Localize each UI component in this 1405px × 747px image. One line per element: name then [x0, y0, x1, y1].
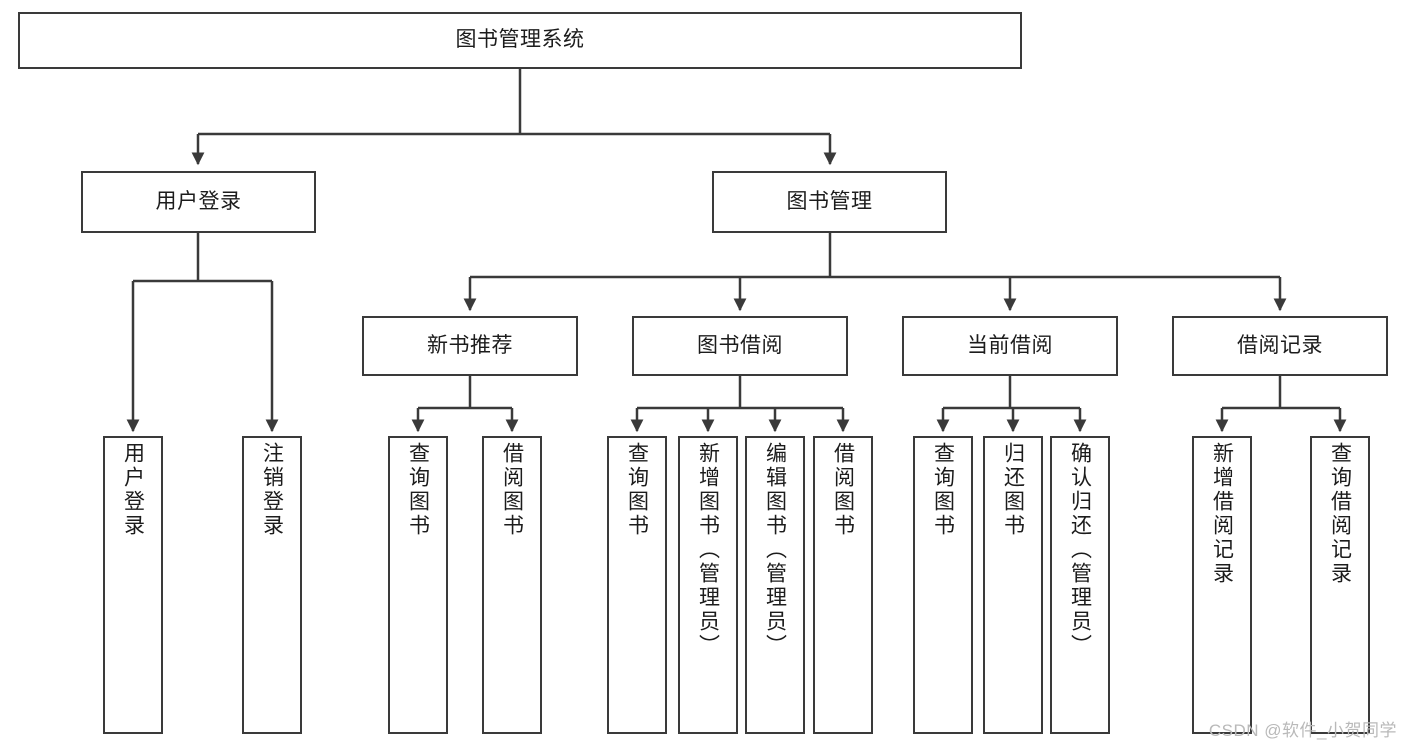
leaf-confirm-return[interactable]: 确认归还（管理员） [1050, 436, 1110, 734]
leaf-query-book-3-label: 查询图书 [931, 442, 955, 538]
leaf-query-record-label: 查询借阅记录 [1328, 442, 1352, 586]
leaf-confirm-return-label: 确认归还（管理员） [1068, 442, 1092, 658]
node-root-label: 图书管理系统 [455, 28, 585, 52]
leaf-return-book[interactable]: 归还图书 [983, 436, 1043, 734]
node-borrow-record[interactable]: 借阅记录 [1172, 316, 1388, 376]
leaf-borrow-book-2[interactable]: 借阅图书 [813, 436, 873, 734]
leaf-edit-book[interactable]: 编辑图书（管理员） [745, 436, 805, 734]
leaf-query-book-1[interactable]: 查询图书 [388, 436, 448, 734]
leaf-query-book-1-label: 查询图书 [406, 442, 430, 538]
leaf-query-book-2-label: 查询图书 [625, 442, 649, 538]
node-current-borrow-label: 当前借阅 [967, 333, 1053, 357]
leaf-return-book-label: 归还图书 [1001, 442, 1025, 538]
leaf-edit-book-label: 编辑图书（管理员） [763, 442, 787, 658]
leaf-borrow-book-2-label: 借阅图书 [831, 442, 855, 538]
leaf-query-book-2[interactable]: 查询图书 [607, 436, 667, 734]
node-book-borrow[interactable]: 图书借阅 [632, 316, 848, 376]
leaf-query-book-3[interactable]: 查询图书 [913, 436, 973, 734]
leaf-user-login[interactable]: 用户登录 [103, 436, 163, 734]
node-current-borrow[interactable]: 当前借阅 [902, 316, 1118, 376]
leaf-add-record-label: 新增借阅记录 [1210, 442, 1234, 586]
leaf-add-record[interactable]: 新增借阅记录 [1192, 436, 1252, 734]
leaf-user-logout-label: 注销登录 [260, 442, 284, 538]
node-book-management[interactable]: 图书管理 [712, 171, 947, 233]
node-borrow-record-label: 借阅记录 [1237, 333, 1323, 357]
node-user-login[interactable]: 用户登录 [81, 171, 316, 233]
node-new-book-recommend-label: 新书推荐 [427, 333, 513, 357]
node-user-login-label: 用户登录 [155, 189, 242, 213]
node-new-book-recommend[interactable]: 新书推荐 [362, 316, 578, 376]
leaf-add-book-label: 新增图书（管理员） [696, 442, 720, 658]
leaf-user-login-label: 用户登录 [121, 442, 145, 538]
leaf-borrow-book-1-label: 借阅图书 [500, 442, 524, 538]
leaf-borrow-book-1[interactable]: 借阅图书 [482, 436, 542, 734]
leaf-user-logout[interactable]: 注销登录 [242, 436, 302, 734]
node-book-borrow-label: 图书借阅 [697, 333, 783, 357]
watermark: CSDN @软件_小贺同学 [1208, 721, 1397, 740]
leaf-query-record[interactable]: 查询借阅记录 [1310, 436, 1370, 734]
leaf-add-book[interactable]: 新增图书（管理员） [678, 436, 738, 734]
node-root[interactable]: 图书管理系统 [18, 12, 1022, 69]
node-book-management-label: 图书管理 [786, 189, 873, 213]
